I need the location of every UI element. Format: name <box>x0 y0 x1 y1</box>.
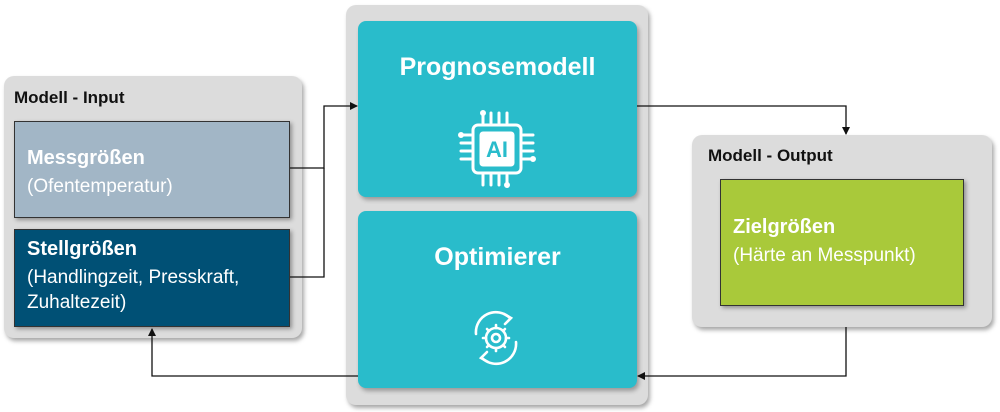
ai-chip-icon: AI <box>458 110 536 188</box>
forecast-model-title: Prognosemodell <box>399 53 596 81</box>
target-variables-box: Zielgrößen (Härte an Messpunkt) <box>720 179 964 306</box>
control-variables-subtitle-line1: (Handlingzeit, Presskraft, <box>27 267 240 288</box>
ai-chip-label: AI <box>486 137 508 162</box>
gear-cycle-icon <box>474 310 518 366</box>
forecast-model-box: Prognosemodell AI <box>358 21 637 197</box>
arrow-output-to-optimizer <box>637 327 847 380</box>
control-variables-title: Stellgrößen <box>27 238 138 260</box>
arrow-control-to-model <box>290 168 325 278</box>
measured-variables-subtitle: (Ofentemperatur) <box>27 176 173 197</box>
optimizer-box: Optimierer <box>358 211 637 388</box>
input-panel-title: Modell - Input <box>14 88 125 107</box>
output-panel-title: Modell - Output <box>708 146 833 165</box>
measured-variables-box: Messgrößen (Ofentemperatur) <box>14 121 290 218</box>
arrow-optimizer-to-control <box>148 328 358 377</box>
measured-variables-title: Messgrößen <box>27 147 145 169</box>
optimizer-title: Optimierer <box>434 243 561 271</box>
target-variables-subtitle: (Härte an Messpunkt) <box>733 245 916 266</box>
arrow-measured-to-model <box>290 102 358 169</box>
target-variables-title: Zielgrößen <box>733 216 836 238</box>
control-variables-subtitle-line2: Zuhaltezeit) <box>27 292 127 313</box>
arrow-model-to-output <box>637 105 850 135</box>
control-variables-box: Stellgrößen (Handlingzeit, Presskraft, Z… <box>14 229 290 327</box>
